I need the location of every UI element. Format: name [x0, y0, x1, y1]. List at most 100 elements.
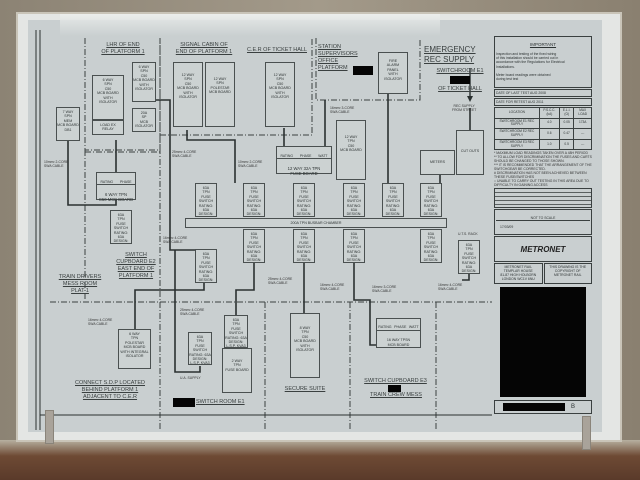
fuse-switch: 63A TPN FUSE SWITCH RATING: 63A DESIGN: …: [343, 183, 365, 217]
redaction: [353, 66, 373, 75]
cable-label: 16mm² 3-CORE SWA CABLE: [330, 106, 355, 114]
fuse-switch: 63A TPN FUSE SWITCH RATING: 63A DESIGN: …: [343, 229, 365, 263]
board-7way-mcb: 7 WAY SPN MEM MCB BOARD DB1: [56, 107, 80, 141]
fuse-switch: 63A TPN FUSE SWITCH RATING: 63A DESIGN: …: [293, 183, 315, 217]
cell: 1.0: [538, 138, 560, 151]
cell: SWITCHROOM E2 REC SUPPLY: [494, 128, 540, 140]
arrow-head: [467, 96, 473, 102]
cell: 0.05: [558, 117, 575, 130]
label-signal-cabin: SIGNAL CABIN OF END OF PLATFORM 1: [175, 42, 233, 55]
cell: 0.6: [538, 128, 560, 140]
cell: 173A: [573, 117, 592, 130]
load-ex-relay: LOAD EX RELAY: [92, 120, 124, 135]
fuse-switch: 63A TPN FUSE SWITCH RATING: 63A DESIGN: …: [195, 183, 217, 217]
cable-label: 16mm² 4-CORE SWA CABLE: [163, 236, 188, 244]
cell: 0.47: [558, 128, 575, 140]
phase-label: PHASE: [120, 180, 132, 184]
board-6way-polestar: 6 WAY TPN POLESTAR MCB BOARD WITH INTEGR…: [118, 329, 151, 369]
region-borders: [50, 38, 492, 430]
retest-date: DATE FOR RETEST AUG 2011: [494, 97, 592, 106]
fuse-switch-uts-rack: 63A TPN FUSE SWITCH RATING: 63A DESIGN: …: [458, 240, 480, 274]
redaction: [500, 286, 586, 397]
important-notice: IMPORTANT Inspection and testing of the …: [494, 36, 592, 88]
column-header: P.S.C.C. (kA): [538, 106, 560, 119]
logo-block: METRONET: [494, 236, 592, 262]
fuse-switch: 63A TPN FUSE SWITCH RATING: 63A DESIGN: …: [243, 183, 265, 217]
rating-label: RATING: [378, 325, 392, 330]
phase-label: PHASE: [299, 154, 312, 158]
label-switch-cupboard-e3: SWITCH CUPBOARD E3: [364, 378, 427, 384]
label-train-crew-mess: TRAIN CREW MESS: [370, 392, 422, 398]
cell: 0.5: [558, 138, 575, 151]
right-info-panel: IMPORTANT Inspection and testing of the …: [494, 36, 592, 414]
board-6way-tpn: RATING PHASE 6 WAY TPN C50 MCB BOARD: [96, 172, 136, 203]
cable-label: 16mm² 4-CORE SWA CABLE: [438, 283, 463, 291]
fuse-switch: 63A TPN FUSE SWITCH RATING: 63A DESIGN: …: [382, 183, 404, 217]
redaction: [503, 403, 565, 411]
board-8way-c50: 8 WAY TPN C50 MCB BOARD WITH ISOLATOR: [290, 313, 320, 378]
label-ticket-hall: OF TICKET HALL: [438, 86, 482, 92]
redaction: [450, 76, 470, 84]
left-margin-lines: [35, 30, 41, 430]
rating-label: RATING: [100, 180, 114, 184]
fuse-switch: 63A TPN FUSE SWITCH RATING: 63A DESIGN: …: [293, 229, 315, 263]
column-header: E.L.I. (Ω): [558, 106, 575, 119]
board-12way-tpn: 12 WAY TPN C50 MCB BOARD: [336, 120, 366, 180]
column-header: MAX LOAD: [573, 106, 592, 119]
board-12way-cer: 12 WAY SPN C50 MCB BOARD WITH ISOLATOR: [265, 62, 295, 127]
phase-label: PHASE: [394, 325, 407, 330]
address-row: METRONET RAIL TEMPLAR HOUSE 81-87 HIGH H…: [494, 262, 592, 284]
cell: 4.0: [538, 117, 560, 130]
label-switchroom-e1: SWITCHROOM E1: [436, 68, 484, 74]
cell: SWITCHROOM E1 REC SUPPLY: [494, 117, 540, 130]
copyright-block: THIS DRAWING IS THE COPYRIGHT OF METRONE…: [543, 262, 592, 284]
meters: METERS: [420, 150, 455, 175]
fuse-switch: 63A TPN FUSE SWITCH RATING: 63A DESIGN: …: [188, 332, 212, 365]
isolator-20a: 20A SP MCB ISOLATOR: [132, 108, 156, 132]
cable-label: 25mm² 4-CORE SWA CABLE: [172, 150, 197, 158]
label-ua-supply: U.A. SUPPLY: [180, 376, 201, 380]
board-label: 6 WAY TPN C50 MCB BOARD: [98, 192, 134, 203]
label-connect-sdp: CONNECT S.D.P LOCATED BEHIND PLATFORM 1 …: [75, 380, 145, 400]
label-lhr-end: LHR OF END OF PLATFORM 1: [101, 42, 145, 55]
board-label: 16 WAY TPSN MCB BOARD: [386, 338, 411, 347]
board-12way-c50: 12 WAY SPN C50 MCB BOARD WITH ISOLATOR: [173, 62, 203, 127]
fuse-switch: 63A TPN FUSE SWITCH RATING: 63A DESIGN: …: [243, 229, 265, 263]
column-header: LOCATION: [494, 106, 540, 119]
redaction: [388, 385, 401, 392]
frame-clip: [45, 410, 54, 444]
cable-label: 25mm² 4-CORE SWA CABLE: [268, 277, 293, 285]
fuse-switch: 63A TPN FUSE SWITCH RATING: 63A DESIGN: …: [420, 229, 442, 263]
not-to-scale: NOT TO SCALE: [496, 216, 590, 221]
important-text: Inspection and testing of the fixed wiri…: [496, 51, 565, 82]
last-test-date: DATE OF LAST TEST AUG 2008: [494, 88, 592, 97]
address-block: METRONET RAIL TEMPLAR HOUSE 81-87 HIGH H…: [494, 262, 543, 284]
label-supervisor-office: STATION SUPERVISORS OFFICE PLATFORM: [318, 44, 358, 71]
drawing-date: 17/03/09: [500, 224, 514, 229]
label-train-drivers: TRAIN DRIVERS MESS ROOM PLAT 1: [58, 274, 102, 294]
cable-label: 16mm² 4-CORE SWA CABLE: [88, 318, 113, 326]
label-uts-rack: U.T.S. RACK: [458, 232, 478, 236]
cell: SWITCHROOM E3 REC SUPPLY: [494, 138, 540, 151]
frame-clip: [582, 416, 591, 450]
metronet-logo: METRONET: [520, 244, 566, 254]
label-cer: C.E.R OF TICKET HALL: [246, 47, 307, 53]
cable-label: 16mm² 3-CORE SWA CABLE: [372, 285, 397, 293]
drawing-number-block: B: [494, 400, 592, 414]
cut-outs: CUT OUTS: [456, 130, 484, 175]
revision-table: [494, 188, 592, 209]
board-12way-polestar: 12 WAY SPN POLESTAR MCB BOARD: [205, 62, 235, 127]
label-emergency-supply: EMERGENCY REC SUPPLY: [424, 45, 476, 64]
board-6way-small: 6 WAY SPN C50 MCB BOARD WITH ISOLATOR: [132, 62, 156, 102]
label-switch-room-e1: SWITCH ROOM E1: [196, 399, 245, 405]
title-block: NOT TO SCALE 17/03/09: [494, 209, 592, 236]
label-switch-cupboard-e2: SWITCH CUPBOARD E2 EAST END OF PLATFORM …: [116, 252, 156, 279]
fuse-switch: 63A TPN FUSE SWITCH RATING: 63A DESIGN: …: [224, 315, 248, 348]
cable-label: 25mm² 4-CORE SWA CABLE: [180, 308, 205, 316]
revision-letter: B: [571, 403, 576, 410]
